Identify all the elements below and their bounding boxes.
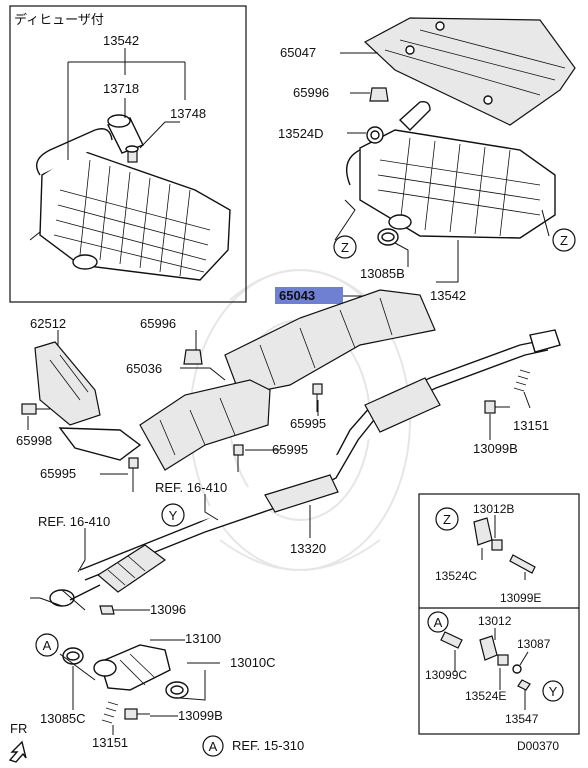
label-13099B-top: 13099B [473, 441, 518, 456]
label-13012: 13012 [478, 614, 512, 628]
bolt-65995-mid [233, 444, 244, 472]
label-13099E: 13099E [500, 591, 541, 605]
nut-13096 [99, 605, 115, 615]
inset-header: ディヒューザ付 [14, 12, 104, 27]
label-13547: 13547 [505, 712, 539, 726]
callout-Y-inset: Y [542, 680, 564, 702]
svg-text:A: A [434, 615, 443, 630]
rubber-hanger-65996-mid [183, 349, 203, 365]
highlighted-part-65043: 65043 [275, 287, 343, 304]
label-13524E: 13524E [465, 689, 506, 703]
front-direction-arrow: FR [8, 721, 27, 763]
gasket-13085C [62, 647, 84, 665]
inset-muffler [29, 128, 231, 281]
heat-shield-65036 [139, 379, 271, 471]
label-13012B: 13012B [473, 502, 514, 516]
label-13085B: 13085B [360, 266, 405, 281]
bolt-13099E [509, 554, 536, 574]
rear-muffler [346, 100, 556, 239]
gasket-13010C [165, 681, 189, 699]
label-65996-top: 65996 [293, 85, 329, 100]
svg-text:Z: Z [560, 233, 568, 248]
hanger-13524D [366, 126, 384, 144]
heat-shield-65043 [224, 289, 436, 396]
inset-br-frame [418, 493, 580, 735]
bolt-65995-right [312, 383, 323, 412]
callout-Z-top-right: Z [552, 228, 576, 252]
label-13085C: 13085C [40, 711, 86, 726]
label-13524D: 13524D [278, 126, 324, 141]
label-65995-left: 65995 [40, 466, 76, 481]
label-13100: 13100 [185, 631, 221, 646]
callout-A-main: A [35, 633, 59, 657]
callout-Z-inset: Z [435, 507, 459, 531]
label-65995-mid: 65995 [272, 442, 308, 457]
label-65998: 65998 [16, 433, 52, 448]
spring-13151-top [513, 369, 531, 392]
label-13718: 13718 [103, 81, 139, 96]
gasket-13085B [377, 228, 399, 246]
label-13096: 13096 [150, 602, 186, 617]
bracket-62512 [34, 341, 101, 426]
flange-front [58, 427, 142, 461]
label-62512: 62512 [30, 316, 66, 331]
bolt-13099C [440, 631, 463, 649]
label-65996-mid: 65996 [140, 316, 176, 331]
label-13542-inset: 13542 [103, 33, 139, 48]
ref-16-410-lower: REF. 16-410 [38, 514, 110, 529]
callout-Y-main: Y [161, 503, 185, 527]
svg-text:Y: Y [549, 684, 558, 699]
bracket-13012B [491, 539, 503, 551]
diagram-code: D00370 [517, 739, 559, 753]
inset-bottom-right: Z 13012B 13524C 13099E 13012 13087 13099… [418, 493, 580, 735]
bolt-13099B-top [484, 400, 510, 414]
spring-13151-bottom [101, 701, 119, 724]
callout-A-inset: A [427, 611, 449, 633]
svg-text:65043: 65043 [279, 288, 315, 303]
rubber-hanger-65996-top [369, 87, 389, 102]
hanger-13524C [473, 517, 493, 546]
inset-frame [9, 5, 247, 303]
label-13151-bottom: 13151 [92, 735, 128, 750]
washer-13087 [512, 664, 522, 674]
svg-text:A: A [209, 739, 218, 754]
label-13542-main: 13542 [430, 288, 466, 303]
bolt-65998 [21, 403, 50, 415]
label-13151-top: 13151 [513, 418, 549, 433]
label-65036: 65036 [126, 361, 162, 376]
fr-arrow-icon [8, 740, 27, 763]
ref-16-410-upper: REF. 16-410 [155, 480, 227, 495]
bracket-13012 [479, 635, 498, 661]
label-13099B-bottom: 13099B [178, 708, 223, 723]
bolt-65995-left [128, 457, 139, 492]
label-13320: 13320 [290, 541, 326, 556]
svg-text:Y: Y [169, 508, 178, 523]
label-65995-right: 65995 [290, 416, 326, 431]
label-65047: 65047 [280, 45, 316, 60]
bolt-part-13748 [125, 145, 139, 163]
front-pipe-13100 [93, 644, 171, 691]
center-pipe-13320 [79, 329, 561, 581]
callout-Z-top-left: Z [333, 235, 357, 259]
ref-15-310: REF. 15-310 [232, 738, 304, 753]
label-13099C: 13099C [425, 668, 467, 682]
bolt-13099B-bottom [124, 708, 150, 720]
callout-A-ref: A [202, 735, 224, 757]
svg-text:Z: Z [443, 512, 451, 527]
label-13087: 13087 [517, 637, 551, 651]
fr-label: FR [10, 721, 27, 736]
label-13524C: 13524C [435, 569, 477, 583]
svg-text:Z: Z [341, 240, 349, 255]
svg-text:A: A [43, 638, 52, 653]
inset-top-left: ディヒューザ付 13542 13718 13748 [9, 5, 247, 303]
heat-shield-65047 [363, 17, 576, 126]
label-13748: 13748 [170, 106, 206, 121]
label-13010C: 13010C [230, 655, 276, 670]
hanger-13524E [497, 654, 509, 666]
nut-13547 [517, 679, 531, 691]
catalytic-converter [49, 544, 167, 607]
